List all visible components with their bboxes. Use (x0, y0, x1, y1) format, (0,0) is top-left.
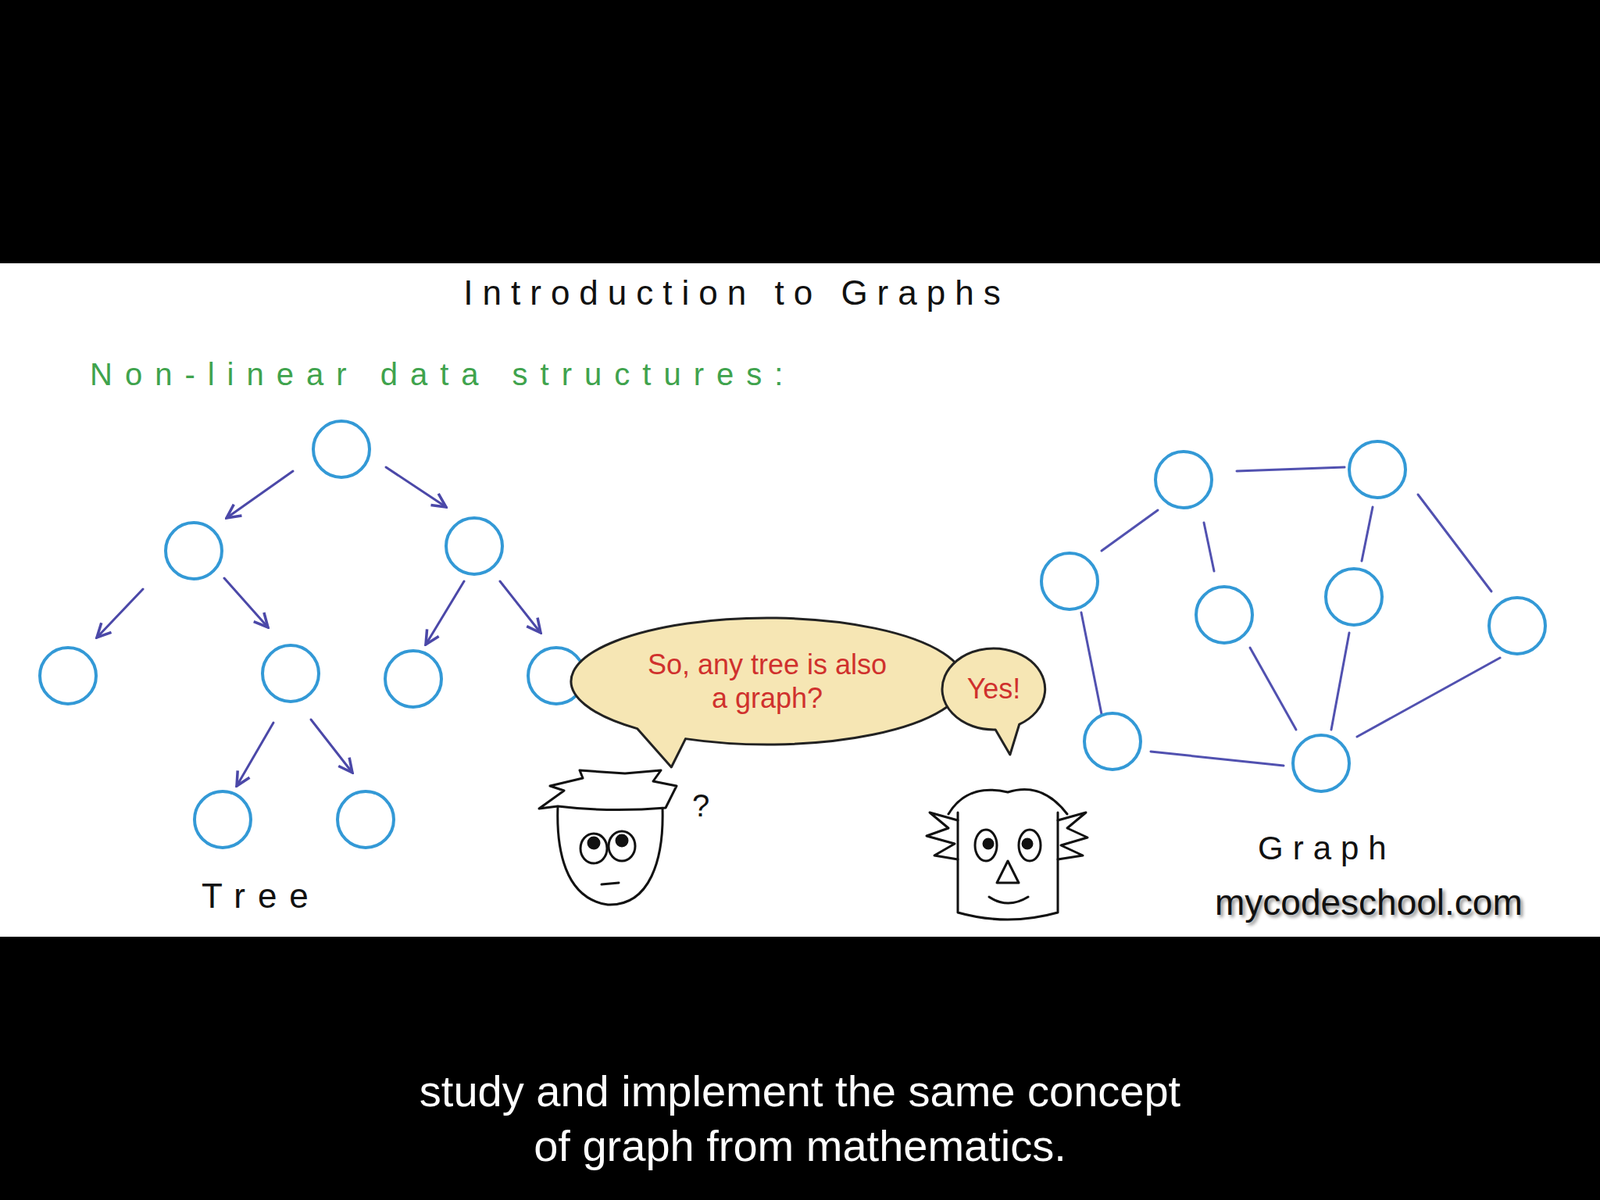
graph-edge (1361, 507, 1373, 561)
label-slot: Non-linear data structures: (89, 357, 796, 393)
tree-node-circle (39, 647, 97, 704)
graph-edge (1236, 467, 1345, 472)
tree-node-circle (165, 522, 222, 579)
hair (539, 770, 677, 811)
pupil (616, 835, 628, 847)
graph-node-circle (1155, 451, 1212, 508)
graph-node-circle (1084, 713, 1141, 770)
graph-edge (1203, 522, 1215, 572)
section-heading: Non-linear data structures: (89, 357, 796, 393)
label-slot: Graph (1257, 829, 1397, 868)
graph-node-circle (1196, 586, 1253, 643)
bubble-shape (571, 617, 965, 768)
graph-edge (1357, 657, 1500, 737)
mouth (601, 882, 619, 885)
tree-node-circle (313, 421, 370, 478)
pupil (983, 839, 993, 849)
graph-edge (1417, 494, 1492, 592)
eye (975, 829, 997, 861)
pupil (1022, 839, 1033, 849)
title-slot: Introduction to Graphs (463, 273, 1010, 313)
tree-node-circle (446, 517, 503, 575)
tree-arrow (236, 722, 274, 786)
tree-arrow (224, 578, 268, 628)
graph-edge (1250, 647, 1297, 730)
graph-edge (1331, 632, 1350, 730)
tree-node-circle (337, 791, 394, 848)
graph-node-circle (1489, 597, 1546, 654)
hair (926, 812, 958, 860)
pupil (588, 837, 600, 849)
graph-node-circle (1292, 735, 1350, 792)
face-outline (957, 812, 1058, 920)
label-slot: Tree (201, 876, 322, 916)
hair (1057, 812, 1088, 860)
watermark: mycodeschool.com (1214, 881, 1523, 924)
bubble-text: Yes! (967, 671, 1022, 706)
label-slot: ? (692, 788, 710, 824)
bubble-shape (942, 648, 1046, 755)
graph-edge (1101, 510, 1158, 551)
speech-bubble: Yes! (942, 648, 1046, 730)
eye (608, 831, 636, 861)
graph-node-circle (1325, 568, 1383, 625)
tree-arrow (96, 589, 143, 638)
graph-node-circle (1349, 441, 1406, 498)
graph-label: Graph (1257, 829, 1397, 868)
professor-face (926, 789, 1088, 921)
bubble-outline (571, 617, 965, 745)
tree-label: Tree (201, 876, 322, 916)
tree-arrow (500, 581, 541, 633)
tree-arrow (425, 581, 465, 645)
hair (948, 789, 1068, 815)
question-mark: ? (692, 788, 710, 824)
face-outline (557, 806, 663, 905)
tree-node-circle (385, 650, 442, 708)
caption-slot: study and implement the same concept of … (409, 1064, 1191, 1174)
speech-bubble: So, any tree is also a graph? (571, 617, 965, 745)
graph-edge (1150, 751, 1284, 766)
graph-node-circle (1041, 553, 1098, 610)
tree-arrow (226, 471, 293, 518)
graph-edge (1081, 612, 1102, 715)
nose (996, 860, 1019, 883)
eye (580, 833, 608, 864)
student-face (539, 770, 677, 905)
tree-node-circle (194, 791, 251, 848)
tree-arrow (385, 467, 447, 508)
mouth (989, 896, 1029, 904)
tree-node-circle (262, 645, 319, 702)
bubble-text: So, any tree is also a graph? (638, 647, 897, 715)
label-slot: mycodeschool.com (1214, 881, 1523, 924)
subtitle: study and implement the same concept of … (409, 1064, 1191, 1174)
eye (1018, 829, 1041, 861)
tree-arrow (310, 719, 353, 773)
title: Introduction to Graphs (463, 273, 1010, 313)
